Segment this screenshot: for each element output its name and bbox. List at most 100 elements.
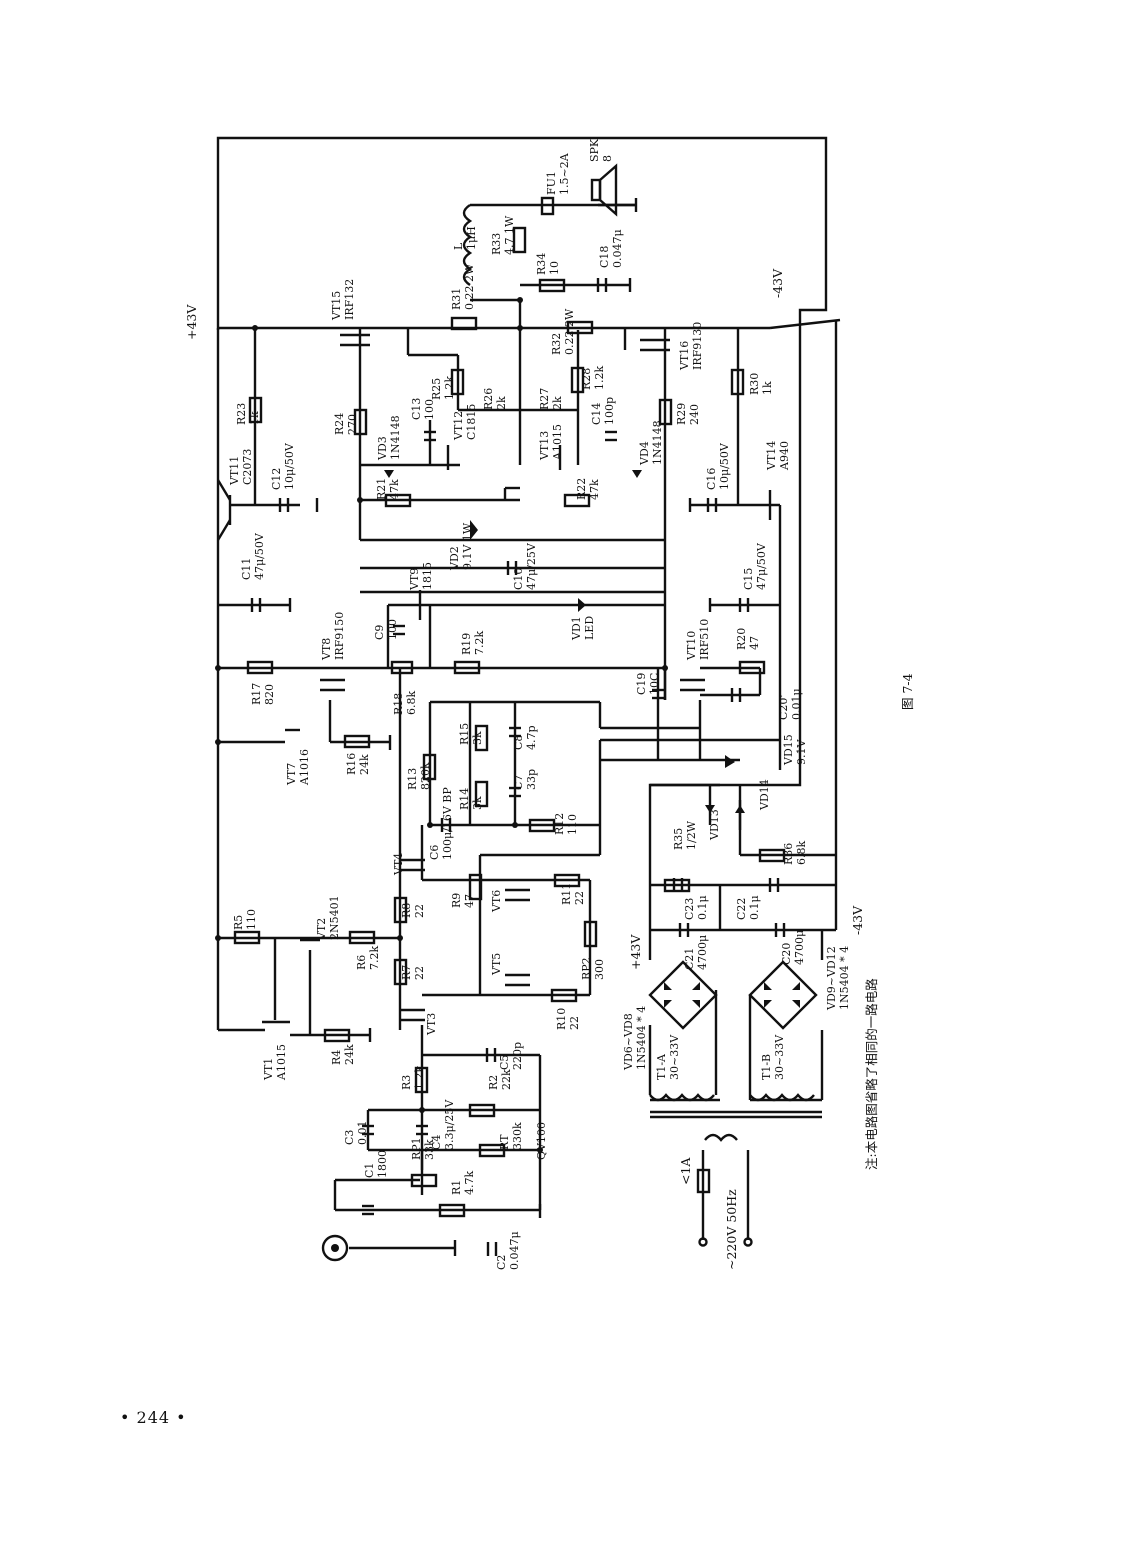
component-label-r10: R1022: [555, 1008, 581, 1030]
page-number: • 244 •: [120, 1408, 187, 1427]
component-label-c6: C6100μ/16V BP: [428, 787, 454, 860]
component-ref: VD3: [376, 436, 389, 461]
component-label-vt14: VT14A940: [765, 441, 791, 471]
component-ref: RP1: [410, 1137, 423, 1160]
component-value: 47μ/25V: [525, 542, 538, 590]
component-value: 3.3μ/25V: [443, 1099, 456, 1150]
component-label-fu1: FU11.5~2A: [545, 152, 571, 195]
component-label-vt6: VT6: [490, 890, 503, 913]
component-value: 9.1V: [795, 739, 808, 765]
component-ref: R19: [460, 633, 473, 655]
component-ref: R4: [330, 1050, 343, 1065]
component-value: 100μ/16V BP: [441, 787, 454, 860]
rail-neg-psu: -43V: [850, 905, 865, 935]
component-value: 0.1μ: [748, 895, 761, 920]
component-label-r32: R320.22 2W: [550, 308, 576, 355]
component-ref: VT5: [490, 953, 503, 976]
component-value: 0.22 2W: [463, 263, 476, 310]
component-value: C1815: [465, 404, 478, 440]
component-ref: VD4: [638, 441, 651, 466]
component-value: IRF510: [698, 619, 711, 660]
component-value: 6.8k: [405, 691, 418, 715]
component-ref: R15: [458, 723, 471, 745]
component-value: 10: [548, 261, 561, 275]
component-ref: FU1: [545, 171, 558, 195]
component-label-c12: C1210μ/50V: [270, 442, 296, 490]
component-label-c4: C43.3μ/25V: [430, 1099, 456, 1150]
component-label-r36: R366.8k: [782, 841, 808, 865]
component-label-r1: R14.7k: [450, 1171, 476, 1195]
component-ref: T1-A: [655, 1053, 668, 1080]
component-label-c9: C9100: [373, 619, 399, 640]
component-value: 7.2k: [473, 631, 486, 655]
component-label-r15: R153k: [458, 723, 484, 745]
component-value: 220p: [511, 1042, 524, 1070]
component-ref: VD1: [570, 616, 583, 641]
labels: +43V -43V +43V -43V <1A ~220V 50Hz 图 7-4…: [184, 138, 915, 1270]
component-ref: C19: [635, 673, 648, 695]
component-value: 47: [748, 636, 761, 650]
component-ref: R17: [250, 683, 263, 705]
component-label-c2: C20.047μ: [495, 1231, 521, 1270]
component-label-vt1: VT1A1015: [262, 1044, 288, 1081]
component-value: 0.047μ: [611, 229, 624, 268]
component-value: 24k: [343, 1044, 356, 1065]
component-ref: R1: [450, 1180, 463, 1195]
component-label-vt15: VT15IRF132: [330, 279, 356, 321]
component-label-r20: R2047: [735, 628, 761, 650]
component-label-c19: C1910C: [635, 673, 661, 695]
component-value: 2k: [551, 396, 564, 410]
component-label-l: L1μH: [452, 226, 478, 250]
component-ref: VT4: [392, 853, 405, 876]
component-value: 3k: [471, 731, 484, 745]
component-ref: C1: [363, 1163, 376, 1178]
component-value: 24k: [358, 754, 371, 775]
component-ref: R22: [575, 478, 588, 500]
component-ref: C22: [735, 898, 748, 920]
component-value: 1μH: [465, 226, 478, 250]
component-ref: R28: [580, 368, 593, 390]
component-label-vt2: VT22N5401: [315, 895, 341, 941]
component-value: 47k: [388, 479, 401, 500]
component-label-vd4: VD41N4148: [638, 420, 664, 466]
component-label-r18: R186.8k: [392, 691, 418, 715]
component-label-r23: R231k: [235, 403, 261, 425]
component-label-vt5: VT5: [490, 953, 503, 976]
component-ref: R30: [748, 373, 761, 395]
component-label-vt9: VT91815: [408, 562, 434, 591]
component-ref: T1-B: [760, 1054, 773, 1080]
component-ref: C7: [512, 775, 525, 790]
component-label-r24: R24270: [333, 413, 359, 435]
component-value: 4.7 1W: [503, 215, 516, 255]
component-ref: L: [452, 242, 465, 250]
component-label-rp1: RP133k: [410, 1137, 436, 1160]
component-value: 1N4148: [651, 420, 664, 465]
component-ref: VT3: [425, 1013, 438, 1036]
component-label-vt8: VT8IRF9150: [320, 612, 346, 661]
component-ref: R26: [482, 388, 495, 410]
component-ref: C9: [373, 625, 386, 640]
component-label-c3: C30.01: [343, 1121, 369, 1146]
component-label-c20: C204700μ: [780, 930, 806, 965]
component-ref: R23: [235, 403, 248, 425]
component-label-vt3: VT3: [425, 1013, 438, 1036]
component-value: 0.01μ: [790, 688, 803, 720]
component-label-r13: R13820k: [406, 762, 432, 790]
component-label-c13: C13100: [410, 398, 436, 420]
component-ref: C18: [598, 246, 611, 268]
component-ref: RT: [498, 1134, 511, 1150]
component-value: 110: [245, 909, 258, 930]
component-ref: R7: [400, 965, 413, 980]
component-label-vd1: VD1LED: [570, 616, 596, 641]
component-value: 240: [688, 404, 701, 425]
component-value: 1815: [421, 562, 434, 590]
component-ref: C3: [343, 1130, 356, 1145]
component-ref: R27: [538, 388, 551, 410]
component-label-r16: R1624k: [345, 753, 371, 775]
component-ref: C5: [498, 1055, 511, 1070]
component-ref: VT12: [452, 411, 465, 441]
components: [215, 163, 822, 1262]
component-value: 33p: [525, 769, 538, 790]
component-label-r7: R722: [400, 965, 426, 980]
